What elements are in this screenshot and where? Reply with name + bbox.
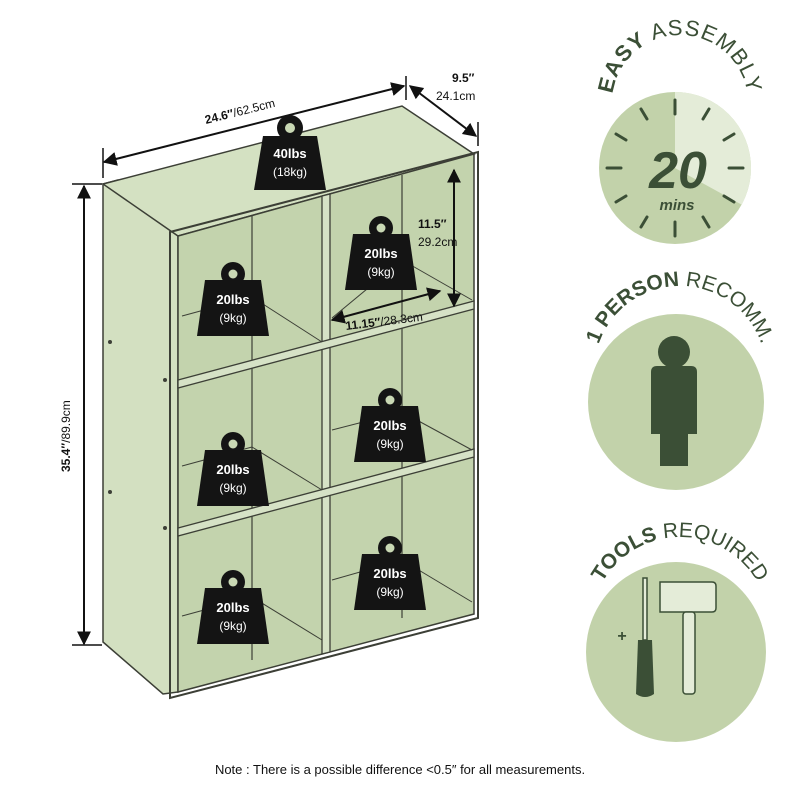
height-cm-label: /89.9cm — [59, 400, 73, 443]
weight-cubby-kg: (9kg) — [376, 585, 403, 599]
weight-icon — [345, 216, 417, 290]
weight-cubby-lbs: 20lbs — [216, 292, 249, 307]
svg-text:35.4″/89.9cm: 35.4″/89.9cm — [59, 400, 73, 472]
one-person-badge: 1 PERSON RECOMM. — [582, 268, 778, 490]
weight-cubby-lbs: 20lbs — [373, 418, 406, 433]
clock-icon — [599, 92, 751, 244]
assembly-unit: mins — [659, 197, 694, 214]
weight-capacity-cubby-2: 20lbs (9kg) — [345, 216, 417, 290]
dimension-cubby-width: 11.15″/28.3cm — [330, 287, 442, 333]
depth-inches-label: 9.5″ — [452, 71, 475, 85]
measurement-note: Note : There is a possible difference <0… — [214, 762, 586, 777]
width-cm-label: /62.5cm — [232, 96, 277, 120]
phillips-plus-glyph: + — [617, 628, 626, 645]
assembly-minutes: 20 — [648, 142, 707, 200]
svg-text:EASY ASSEMBLY: EASY ASSEMBLY — [593, 15, 767, 95]
weight-capacity-cubby-5: 20lbs (9kg) — [197, 570, 269, 644]
shelf-left-side — [102, 179, 179, 695]
screwdriver-icon: + — [617, 577, 654, 697]
cubby-height-cm-label: 29.2cm — [418, 235, 457, 249]
assembly-light-label: ASSEMBLY — [639, 15, 767, 95]
weight-capacity-cubby-1: 20lbs (9kg) — [197, 262, 269, 336]
cubby-width-inches-label: 11.15″ — [345, 315, 382, 333]
weight-capacity-cubby-4: 20lbs (9kg) — [354, 388, 426, 462]
dimension-depth: 9.5″ 24.1cm — [408, 71, 479, 146]
weight-cubby-kg: (9kg) — [367, 265, 394, 279]
tools-required-badge: TOOLS REQUIRED + — [586, 519, 773, 742]
weight-icon — [197, 262, 269, 336]
weight-top-lbs: 40lbs — [273, 146, 306, 161]
assembly-bold-label: EASY — [593, 26, 651, 95]
cubby-height-inches-label: 11.5″ — [418, 217, 447, 231]
height-inches-label: 35.4″ — [59, 443, 73, 472]
hammer-icon — [659, 581, 717, 695]
weight-icon — [354, 536, 426, 610]
weight-cubby-lbs: 20lbs — [373, 566, 406, 581]
dimension-cubby-height: 11.5″ 29.2cm — [418, 168, 461, 308]
svg-text:24.6″/62.5cm: 24.6″/62.5cm — [203, 96, 276, 127]
weight-cubby-lbs: 20lbs — [216, 462, 249, 477]
shelf-center-divider — [321, 193, 331, 655]
weight-capacity-top: 40lbs (18kg) — [254, 115, 326, 190]
width-inches-label: 24.6″ — [203, 106, 235, 127]
weight-cubby-kg: (9kg) — [219, 619, 246, 633]
weight-capacity-cubby-6: 20lbs (9kg) — [354, 536, 426, 610]
cubby-width-cm-label: /28.3cm — [380, 310, 424, 329]
weight-capacity-cubby-3: 20lbs (9kg) — [197, 432, 269, 506]
weight-icon — [197, 570, 269, 644]
depth-cm-label: 24.1cm — [436, 89, 475, 103]
person-icon — [651, 336, 697, 466]
svg-text:11.15″/28.3cm: 11.15″/28.3cm — [345, 310, 424, 333]
weight-icon — [354, 388, 426, 462]
weight-cubby-kg: (9kg) — [219, 481, 246, 495]
shelf-board-2 — [177, 448, 475, 537]
weight-icon — [197, 432, 269, 506]
shelf-front-frame — [169, 150, 479, 700]
weight-top-kg: (18kg) — [273, 165, 307, 179]
weight-cubby-kg: (9kg) — [376, 437, 403, 451]
weight-cubby-kg: (9kg) — [219, 311, 246, 325]
weight-cubby-lbs: 20lbs — [364, 246, 397, 261]
easy-assembly-badge: EASY ASSEMBLY 20 mins — [593, 15, 767, 244]
weight-icon — [254, 115, 326, 190]
dimension-height: 35.4″/89.9cm — [59, 183, 102, 646]
weight-cubby-lbs: 20lbs — [216, 600, 249, 615]
